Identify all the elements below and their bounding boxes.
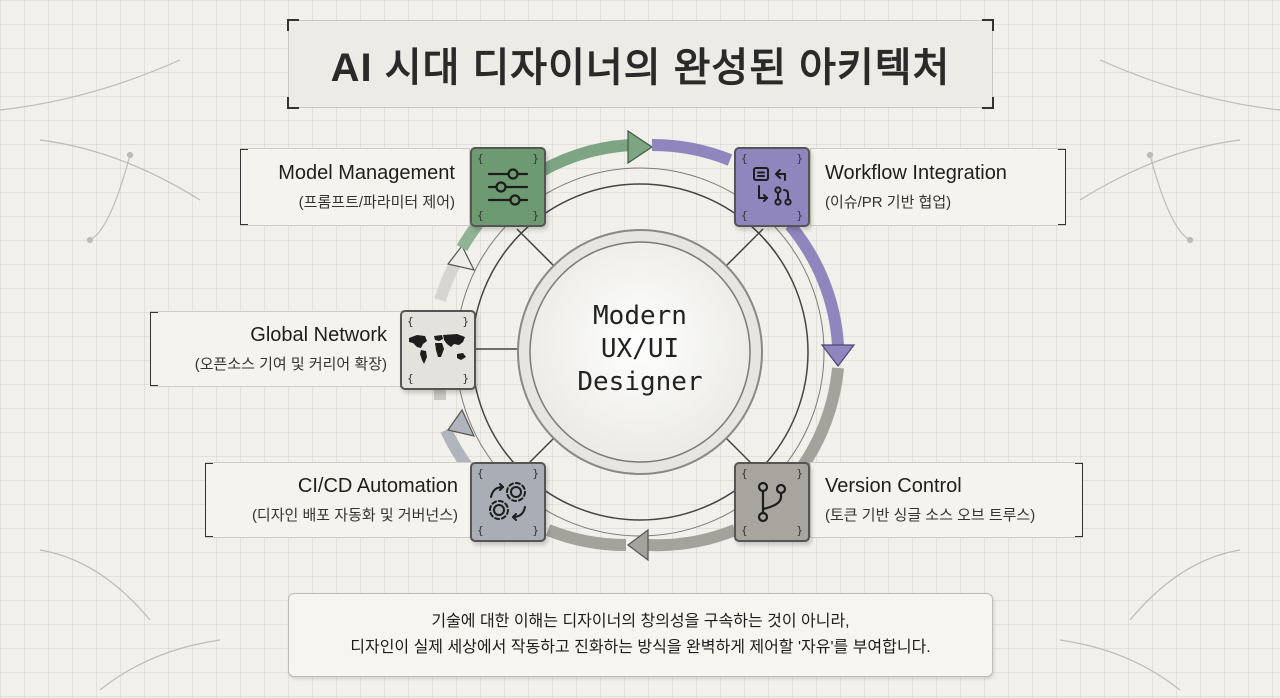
global-network-label: Global Network (오픈소스 기여 및 커리어 확장): [150, 311, 402, 387]
global-network-title: Global Network: [250, 324, 387, 346]
version-control-node: {} {}: [734, 462, 810, 542]
gears-sync-icon: [489, 482, 526, 521]
sliders-icon: [487, 168, 529, 206]
model-management-node: {} {}: [470, 147, 546, 227]
arrow-head-bottom: [627, 528, 649, 562]
center-label: Modern UX/UI Designer: [540, 300, 740, 399]
quote-line-2: 디자인이 실제 세상에서 작동하고 진화하는 방식을 완벽하게 제어할 '자유'…: [350, 639, 931, 656]
arrow-head-purple: [820, 344, 856, 367]
version-control-label: Version Control (토큰 기반 싱글 소스 오브 트루스): [810, 462, 1083, 538]
corner-mark: [287, 97, 299, 109]
corner-mark: [287, 19, 299, 31]
git-branch-icon: [757, 481, 787, 523]
corner-mark: [982, 97, 994, 109]
quote-box: 기술에 대한 이해는 디자이너의 창의성을 구속하는 것이 아니라, 디자인이 …: [288, 593, 993, 677]
quote-line-1: 기술에 대한 이해는 디자이너의 창의성을 구속하는 것이 아니라,: [431, 613, 850, 630]
workflow-integration-node: {} {}: [734, 147, 810, 227]
version-control-title: Version Control: [825, 475, 962, 497]
cicd-automation-subtitle: (디자인 배포 자동화 및 거버넌스): [251, 507, 458, 524]
cycle-arrows: [433, 129, 856, 562]
bracket: [240, 149, 248, 225]
global-network-node: {} {}: [400, 310, 476, 390]
title-box: AI 시대 디자이너의 완성된 아키텍처: [287, 19, 994, 109]
bracket: [1075, 463, 1083, 537]
corner-mark: [982, 19, 994, 31]
center-line-1: Modern: [593, 301, 687, 331]
workflow-integration-subtitle: (이슈/PR 기반 협업): [825, 194, 952, 211]
arrow-head-left-upper: [446, 244, 476, 271]
workflow-integration-title: Workflow Integration: [825, 162, 1007, 184]
bracket: [205, 463, 213, 537]
pull-request-icon: [753, 167, 792, 206]
workflow-integration-label: Workflow Integration (이슈/PR 기반 협업): [810, 148, 1066, 226]
model-management-title: Model Management: [278, 162, 455, 184]
page-title: AI 시대 디자이너의 완성된 아키텍처: [330, 46, 951, 90]
model-management-label: Model Management (프롬프트/파라미터 제어): [240, 148, 470, 226]
bracket: [1058, 149, 1066, 225]
center-line-2: UX/UI: [600, 334, 680, 364]
arrow-head-left-lower: [446, 408, 476, 437]
model-management-subtitle: (프롬프트/파라미터 제어): [298, 194, 455, 211]
cicd-automation-node: {} {}: [470, 462, 546, 542]
global-network-subtitle: (오픈소스 기여 및 커리어 확장): [194, 356, 387, 373]
world-map-icon: [409, 334, 466, 364]
cicd-automation-title: CI/CD Automation: [297, 475, 458, 497]
version-control-subtitle: (토큰 기반 싱글 소스 오브 트루스): [825, 507, 1036, 524]
center-line-3: Designer: [577, 367, 703, 397]
cicd-automation-label: CI/CD Automation (디자인 배포 자동화 및 거버넌스): [205, 462, 473, 538]
arrow-head-green: [627, 129, 654, 165]
bracket: [150, 312, 158, 386]
decorative-flourishes: [0, 59, 1280, 691]
center-circle: [517, 229, 763, 475]
